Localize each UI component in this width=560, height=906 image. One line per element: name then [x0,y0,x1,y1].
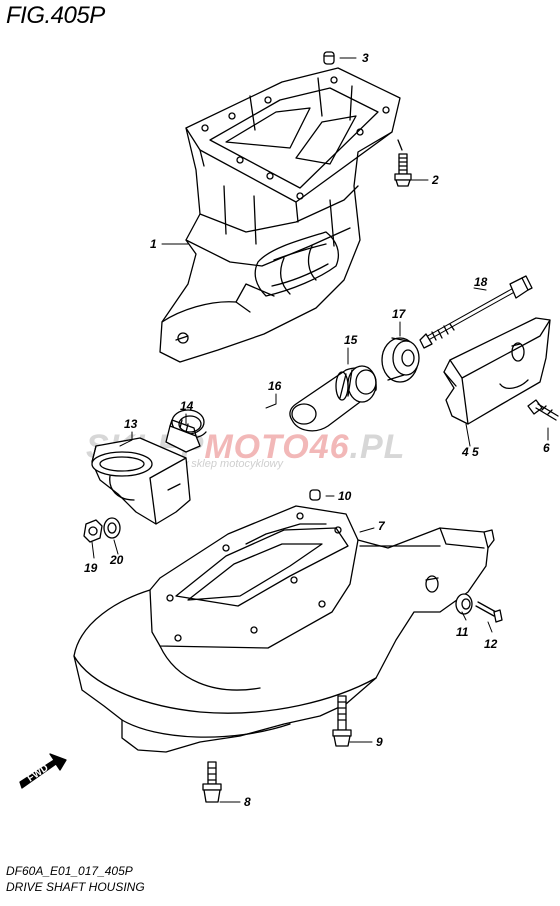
bolt-8 [202,761,222,803]
callout-17: 17 [392,307,407,321]
fwd-arrow-icon: FWD [19,753,67,789]
callout-7: 7 [378,519,386,533]
bolt-12 [475,601,503,623]
washer-20 [103,517,121,539]
mount-bracket-13 [91,437,191,525]
callout-3: 3 [362,51,369,65]
callout-11: 11 [456,625,469,639]
callout-14: 14 [180,399,194,413]
clip-14 [165,419,201,453]
bolt-9 [332,695,352,747]
long-bolt-18 [419,275,533,349]
figure-title: FIG.405P [6,2,105,29]
nut-19 [83,519,103,543]
dowel-pin-3 [323,51,335,65]
leader-lines [91,57,549,803]
callout-numbers: 1 3 2 18 15 16 17 13 14 4 5 6 10 7 11 12… [84,51,550,809]
bolt-6 [527,399,559,421]
grommet-17 [381,337,420,383]
callout-13: 13 [124,417,138,431]
callout-20: 20 [109,553,124,567]
callout-12: 12 [484,637,498,651]
callout-4-5: 4 5 [461,445,479,459]
bolt-2 [394,139,412,187]
callout-18: 18 [474,275,488,289]
watermark-brand-b: MOTO46 [204,428,350,466]
callout-10: 10 [338,489,352,503]
callout-2: 2 [431,173,439,187]
callout-16: 16 [268,379,282,393]
callout-15: 15 [344,333,358,347]
figure-caption: DRIVE SHAFT HOUSING [6,880,145,894]
callout-1: 1 [150,237,157,251]
drive-shaft-housing-upper [159,67,401,363]
callout-19: 19 [84,561,98,575]
mount-cover-4-5 [443,317,551,425]
watermark-brand-c: .PL [349,428,406,466]
callout-8: 8 [244,795,251,809]
callout-9: 9 [376,735,383,749]
figure-code: DF60A_E01_017_405P [6,864,133,878]
callout-6: 6 [543,441,550,455]
dowel-pin-10 [309,489,321,501]
drive-shaft-housing-lower [73,505,495,753]
washer-11 [455,593,473,615]
rubber-mount-15 [289,365,377,432]
